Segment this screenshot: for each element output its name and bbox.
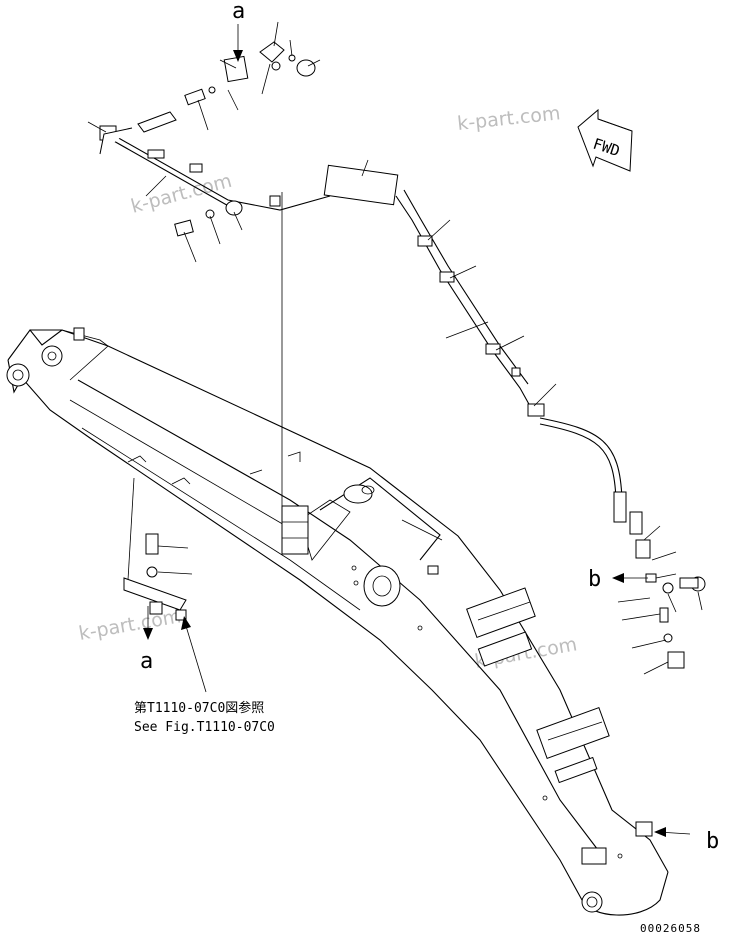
callout-b-bottom: b: [706, 829, 719, 854]
watermark-1: k-part.com: [456, 102, 561, 135]
leader-lines: [87, 21, 703, 675]
callout-a-bottom: a: [140, 649, 153, 674]
callout-arrows: [143, 24, 691, 837]
arrow-left-icon-2: [654, 827, 666, 837]
watermark-2: k-part.com: [129, 170, 235, 218]
callout-b-right: b: [588, 567, 601, 592]
arrow-down-icon-2: [143, 628, 153, 640]
arrow-left-icon: [612, 573, 624, 583]
boom-body: [6, 327, 669, 916]
fwd-arrow-icon: FWD: [577, 108, 633, 172]
drawing-number: 00026058: [640, 922, 701, 935]
labels: a a b b 第T1110-07C0図参照 See Fig.T1110-07C…: [134, 0, 719, 935]
callout-a-top: a: [232, 0, 245, 24]
reference-en: See Fig.T1110-07C0: [134, 720, 275, 735]
hose-line-upper: [99, 41, 706, 669]
watermark-3: k-part.com: [77, 605, 183, 645]
reference-jp: 第T1110-07C0図参照: [134, 700, 264, 716]
arrow-down-icon: [233, 50, 243, 62]
arrow-up-icon: [181, 616, 191, 630]
